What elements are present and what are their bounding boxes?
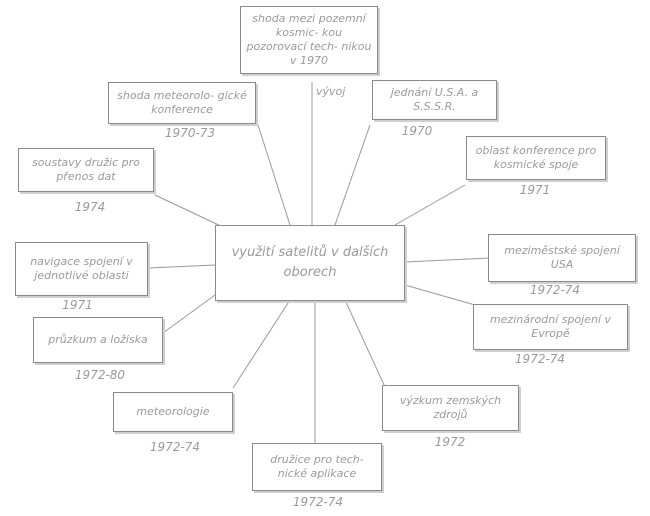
node-text: shoda meteorolo- gické konference xyxy=(117,89,247,116)
connector xyxy=(257,124,291,226)
node-year: 1970 xyxy=(401,124,433,138)
connector xyxy=(147,264,216,269)
node-text: družice pro tech- nické aplikace xyxy=(270,453,364,480)
node-year: 1972 xyxy=(434,435,466,449)
node-text: navigace spojení v jednotlivé oblasti xyxy=(30,255,133,282)
node-year: 1971 xyxy=(519,183,551,197)
label-vyvoj: vývoj xyxy=(316,85,346,98)
node-data-satellites: soustavy družic pro přenos dat xyxy=(18,148,154,192)
node-year: 1972-74 xyxy=(292,495,344,509)
node-year: 1972-74 xyxy=(514,352,566,366)
node-text: jednání U.S.A. a S.S.S.R. xyxy=(390,86,479,113)
connector xyxy=(232,299,291,389)
node-usa-intercity: meziměstské spojení USA xyxy=(488,234,636,282)
node-usa-ussr: jednání U.S.A. a S.S.S.R. xyxy=(372,80,497,120)
connector xyxy=(404,284,476,306)
node-survey: průzkum a ložiska xyxy=(33,317,163,363)
node-year: 1970-73 xyxy=(164,126,216,140)
connector xyxy=(334,124,371,226)
node-text: meteorologie xyxy=(136,405,210,418)
connector xyxy=(154,194,226,229)
node-year: 1972-80 xyxy=(74,368,126,382)
node-text: soustavy družic pro přenos dat xyxy=(32,156,140,183)
node-navigation: navigace spojení v jednotlivé oblasti xyxy=(15,242,148,296)
node-earth-resources: výzkum zemských zdrojů xyxy=(382,385,519,431)
connector xyxy=(404,257,491,263)
node-technical-satellites: družice pro tech- nické aplikace xyxy=(252,443,382,491)
connector xyxy=(162,294,216,334)
node-text: shoda mezi pozemní kosmic- kou pozorovac… xyxy=(246,12,372,67)
node-year: 1971 xyxy=(62,298,93,312)
node-meteorology: meteorologie xyxy=(113,392,233,432)
connector xyxy=(394,184,466,226)
node-meteo-conference: shoda meteorolo- gické konference xyxy=(108,82,256,124)
center-node: využití satelitů v dalších oborech xyxy=(215,225,405,301)
node-year: 1972-74 xyxy=(529,283,581,297)
node-text: meziměstské spojení USA xyxy=(504,244,620,271)
node-europe: mezinárodní spojení v Evropě xyxy=(473,304,628,350)
node-text: oblast konference pro kosmické spoje xyxy=(475,144,597,171)
node-year: 1974 xyxy=(74,200,106,214)
center-text: využití satelitů v dalších oborech xyxy=(231,245,389,280)
connector xyxy=(344,299,386,388)
node-text: průzkum a ložiska xyxy=(48,333,148,346)
node-text: mezinárodní spojení v Evropě xyxy=(489,313,612,340)
node-top: shoda mezi pozemní kosmic- kou pozorovac… xyxy=(240,6,378,74)
node-text: výzkum zemských zdrojů xyxy=(399,394,502,421)
node-space-conference: oblast konference pro kosmické spoje xyxy=(466,136,606,180)
node-year: 1972-74 xyxy=(149,440,201,454)
